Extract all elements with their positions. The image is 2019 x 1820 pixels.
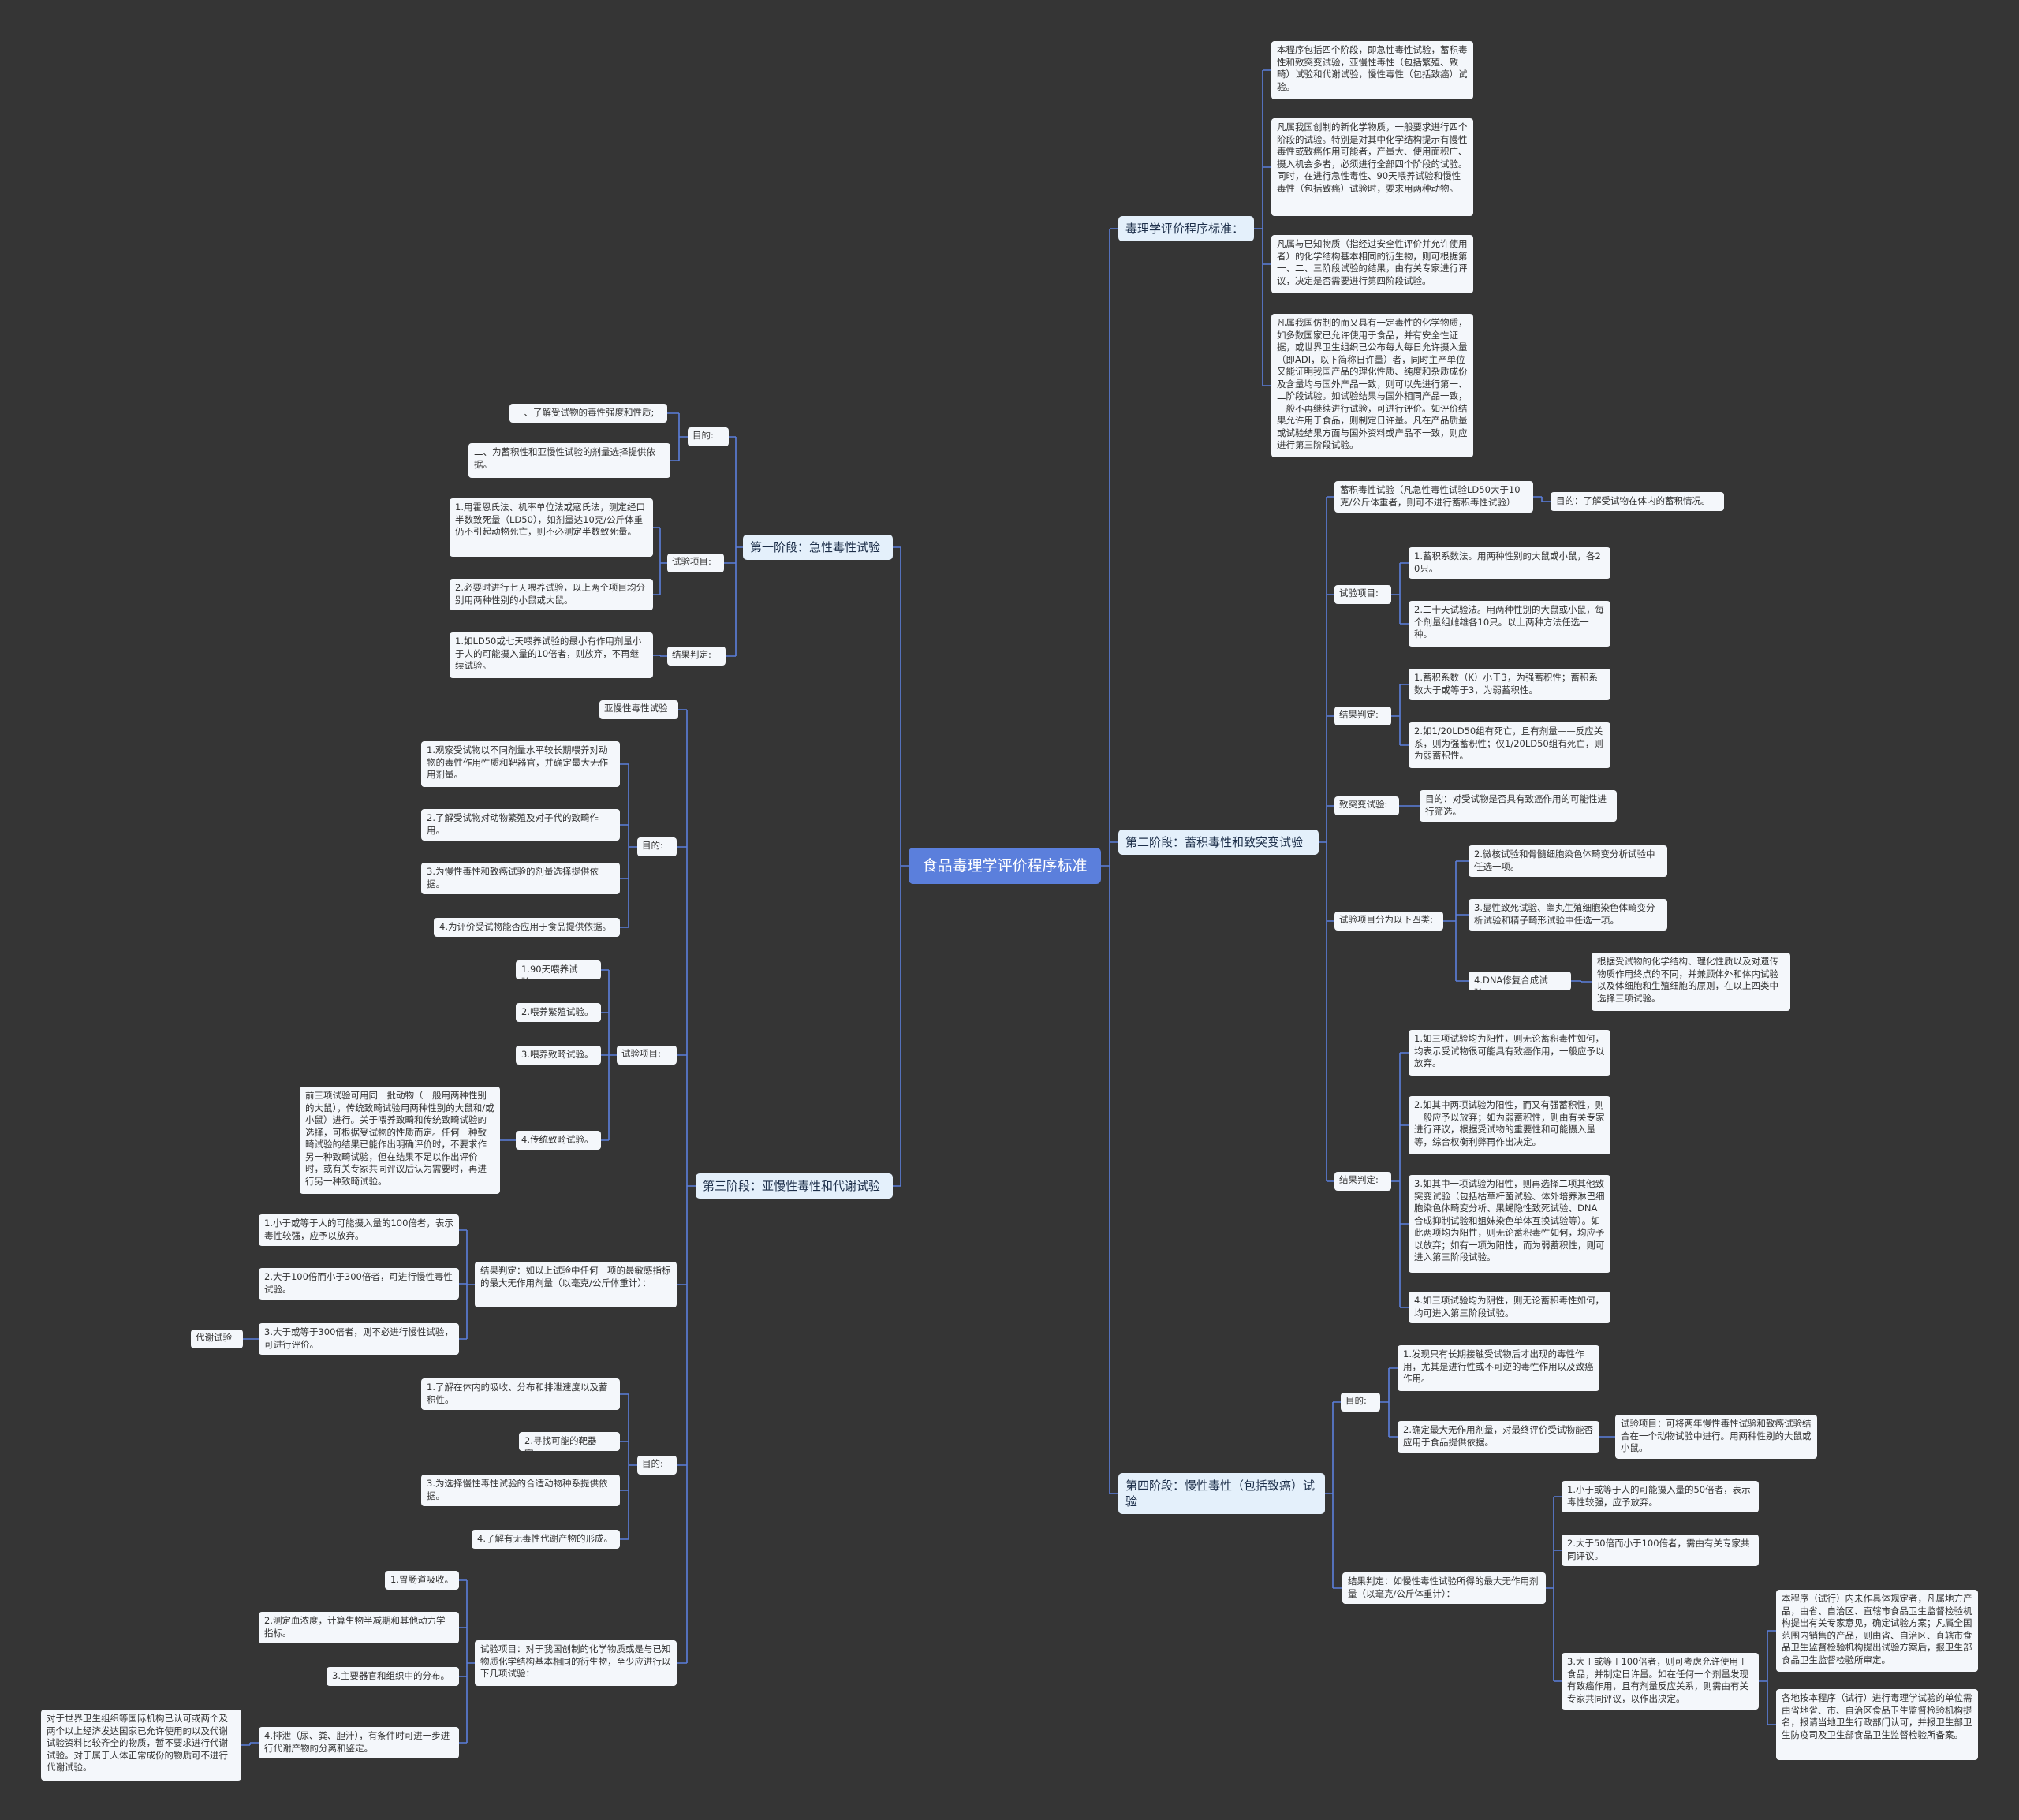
metabolism-purpose-1[interactable]: 1.了解在体内的吸收、分布和排泄速度以及蓄积性。 bbox=[421, 1378, 620, 1410]
subchronic-label[interactable]: 亚慢性毒性试验 bbox=[599, 700, 678, 719]
subchronic-judge-1[interactable]: 1.小于或等于人的可能摄入量的100倍者，表示毒性较强，应予以放弃。 bbox=[259, 1214, 459, 1246]
stage4-purpose-2-note[interactable]: 试验项目：可将两年慢性毒性试验和致癌试验结合在一个动物试验中进行。用两种性别的大… bbox=[1615, 1415, 1817, 1459]
metabolism-label[interactable]: 代谢试验 bbox=[191, 1330, 243, 1348]
stage2-item-1[interactable]: 1.蓄积系数法。用两种性别的大鼠或小鼠，各20只。 bbox=[1409, 547, 1610, 579]
stage4-purpose-2[interactable]: 2.确定最大无作用剂量，对最终评价受试物能否应用于食品提供依据。 bbox=[1398, 1421, 1599, 1453]
stage1-node[interactable]: 第一阶段：急性毒性试验 bbox=[743, 535, 893, 560]
mutagenicity-purpose[interactable]: 目的：对受试物是否具有致癌作用的可能性进行筛选。 bbox=[1420, 790, 1617, 822]
mutagenicity-item-3[interactable]: 3.显性致死试验、睾丸生殖细胞染色体畸变分析试验和精子畸形试验中任选一项。 bbox=[1469, 899, 1667, 931]
stage2-result-2[interactable]: 2.如其中两项试验为阳性，而又有强蓄积性，则一般应予以放弃；如为弱蓄积性，则由有… bbox=[1409, 1096, 1610, 1154]
metabolism-purpose-3[interactable]: 3.为选择慢性毒性试验的合适动物种系提供依据。 bbox=[421, 1475, 620, 1506]
stage4-purpose-1[interactable]: 1.发现只有长期接触受试物后才出现的毒性作用，尤其是进行性或不可逆的毒性作用以及… bbox=[1398, 1345, 1599, 1391]
stage4-judge-1[interactable]: 1.小于或等于人的可能摄入量的50倍者，表示毒性较强，应予放弃。 bbox=[1562, 1481, 1759, 1512]
stage2-result-3[interactable]: 3.如其中一项试验为阳性，则再选择二项其他致突变试验（包括枯草杆菌试验、体外培养… bbox=[1409, 1175, 1610, 1273]
stage2-result-4[interactable]: 4.如三项试验均为阴性，则无论蓄积毒性如何，均可进入第三阶段试验。 bbox=[1409, 1292, 1610, 1323]
subchronic-purpose-4[interactable]: 4.为评价受试物能否应用于食品提供依据。 bbox=[434, 918, 620, 937]
accumulation-test[interactable]: 蓄积毒性试验（凡急性毒性试验LD50大于10克/公斤体重者，则可不进行蓄积毒性试… bbox=[1334, 481, 1533, 513]
metabolism-purpose-4[interactable]: 4.了解有无毒性代谢产物的形成。 bbox=[472, 1530, 620, 1549]
mutagenicity-label[interactable]: 致突变试验: bbox=[1334, 796, 1399, 815]
stage1-items-label[interactable]: 试验项目: bbox=[667, 554, 724, 572]
metabolism-purpose-label[interactable]: 目的: bbox=[637, 1456, 677, 1475]
subchronic-judge-3[interactable]: 3.大于或等于300倍者，则不必进行慢性试验，可进行评价。 bbox=[259, 1323, 459, 1355]
metabolism-item-1[interactable]: 1.胃肠道吸收。 bbox=[385, 1571, 459, 1590]
stage2-item-2[interactable]: 2.二十天试验法。用两种性别的大鼠或小鼠，每个剂量组雌雄各10只。以上两种方法任… bbox=[1409, 601, 1610, 647]
subchronic-judge[interactable]: 结果判定：如以上试验中任何一项的最敏感指标的最大无作用剂量（以毫克/公斤体重计）… bbox=[475, 1262, 677, 1307]
stage4-judge[interactable]: 结果判定：如慢性毒性试验所得的最大无作用剂量（以毫克/公斤体重计）： bbox=[1342, 1572, 1546, 1604]
subchronic-items-label[interactable]: 试验项目: bbox=[617, 1046, 677, 1065]
stage2-result-1[interactable]: 1.如三项试验均为阳性，则无论蓄积毒性如何，均表示受试物很可能具有致癌作用，一般… bbox=[1409, 1030, 1610, 1076]
stage1-purpose-2[interactable]: 二、为蓄积性和亚慢性试验的剂量选择提供依据。 bbox=[468, 443, 670, 478]
mutagenicity-item-4-note[interactable]: 根据受试物的化学结构、理化性质以及对遗传物质作用终点的不同，并兼顾体外和体内试验… bbox=[1592, 953, 1790, 1011]
stage3-node[interactable]: 第三阶段：亚慢性毒性和代谢试验 bbox=[696, 1173, 893, 1199]
stage2-node[interactable]: 第二阶段：蓄积毒性和致突变试验 bbox=[1118, 830, 1319, 855]
subchronic-purpose-2[interactable]: 2.了解受试物对动物繁殖及对子代的致畸作用。 bbox=[421, 809, 620, 841]
subchronic-item-4[interactable]: 4.传统致畸试验。 bbox=[516, 1131, 601, 1150]
stage1-purpose-1[interactable]: 一、了解受试物的毒性强度和性质; bbox=[509, 404, 667, 423]
mutagenicity-items-label[interactable]: 试验项目分为以下四类: bbox=[1334, 912, 1443, 931]
subchronic-item-1[interactable]: 1.90天喂养试验。 bbox=[516, 960, 601, 979]
metabolism-item-4-note[interactable]: 对于世界卫生组织等国际机构已认可或两个及两个以上经济发达国家已允许使用的以及代谢… bbox=[41, 1710, 241, 1781]
mutagenicity-item-4[interactable]: 4.DNA修复合成试验。 bbox=[1469, 972, 1571, 990]
stage4-judge-3[interactable]: 3.大于或等于100倍者，则可考虑允许使用于食品，并制定日许量。如在任何一个剂量… bbox=[1562, 1653, 1759, 1710]
subchronic-item-2[interactable]: 2.喂养繁殖试验。 bbox=[516, 1003, 601, 1022]
stage4-purpose-label[interactable]: 目的: bbox=[1341, 1393, 1380, 1412]
stage4-judge-3-note-2[interactable]: 各地按本程序（试行）进行毒理学试验的单位需由省地省、市、自治区食品卫生监督检验机… bbox=[1776, 1689, 1978, 1760]
metabolism-item-2[interactable]: 2.测定血浓度，计算生物半减期和其他动力学指标。 bbox=[259, 1612, 459, 1643]
stage4-judge-2[interactable]: 2.大于50倍而小于100倍者，需由有关专家共同评议。 bbox=[1562, 1535, 1759, 1566]
stage2-items-label[interactable]: 试验项目: bbox=[1334, 585, 1391, 604]
stage2-judge2-label[interactable]: 结果判定: bbox=[1334, 1172, 1391, 1191]
subchronic-purpose-1[interactable]: 1.观察受试物以不同剂量水平较长期喂养对动物的毒性作用性质和靶器官，并确定最大无… bbox=[421, 741, 620, 787]
subchronic-purpose-label[interactable]: 目的: bbox=[637, 837, 677, 856]
stage4-node[interactable]: 第四阶段：慢性毒性（包括致癌）试验 bbox=[1118, 1473, 1325, 1514]
stage1-judge-label[interactable]: 结果判定: bbox=[667, 647, 726, 666]
accumulation-purpose[interactable]: 目的：了解受试物在体内的蓄积情况。 bbox=[1551, 492, 1724, 511]
metabolism-purpose-2[interactable]: 2.寻找可能的靶器官。 bbox=[519, 1432, 620, 1451]
mutagenicity-item-2[interactable]: 2.微核试验和骨髓细胞染色体畸变分析试验中任选一项。 bbox=[1469, 845, 1667, 877]
subchronic-item-3[interactable]: 3.喂养致畸试验。 bbox=[516, 1046, 601, 1065]
root-node[interactable]: 食品毒理学评价程序标准 bbox=[909, 848, 1101, 884]
standard-node[interactable]: 毒理学评价程序标准： bbox=[1118, 216, 1254, 241]
subchronic-purpose-3[interactable]: 3.为慢性毒性和致癌试验的剂量选择提供依据。 bbox=[421, 863, 620, 894]
stage1-judge-1[interactable]: 1.如LD50或七天喂养试验的最小有作用剂量小于人的可能摄入量的10倍者，则放弃… bbox=[450, 632, 653, 678]
stage2-judge-label[interactable]: 结果判定: bbox=[1334, 707, 1391, 725]
subchronic-item-4-note[interactable]: 前三项试验可用同一批动物（一般用两种性别的大鼠），传统致畸试验用两种性别的大鼠和… bbox=[300, 1087, 500, 1194]
stage1-item-1[interactable]: 1.用霍恩氏法、机率单位法或寇氏法，测定经口半数致死量（LD50），如剂量达10… bbox=[450, 498, 653, 557]
stage2-judge-2[interactable]: 2.如1/20LD50组有死亡，且有剂量——反应关系，则为强蓄积性；仅1/20L… bbox=[1409, 722, 1610, 768]
stage1-purpose-label[interactable]: 目的: bbox=[688, 427, 729, 446]
subchronic-judge-2[interactable]: 2.大于100倍而小于300倍者，可进行慢性毒性试验。 bbox=[259, 1268, 459, 1300]
standard-text-d[interactable]: 凡属我国仿制的而又具有一定毒性的化学物质，如多数国家已允许使用于食品，并有安全性… bbox=[1271, 314, 1473, 457]
standard-text-a[interactable]: 本程序包括四个阶段，即急性毒性试验，蓄积毒性和致突变试验，亚慢性毒性（包括繁殖、… bbox=[1271, 41, 1473, 99]
metabolism-items[interactable]: 试验项目：对于我国创制的化学物质或是与已知物质化学结构基本相同的衍生物，至少应进… bbox=[475, 1640, 677, 1686]
standard-text-b[interactable]: 凡属我国创制的新化学物质，一般要求进行四个阶段的试验。特别是对其中化学结构提示有… bbox=[1271, 118, 1473, 216]
metabolism-item-3[interactable]: 3.主要器官和组织中的分布。 bbox=[327, 1667, 459, 1686]
standard-text-c[interactable]: 凡属与已知物质（指经过安全性评价并允许使用者）的化学结构基本相同的衍生物，则可根… bbox=[1271, 235, 1473, 293]
stage2-judge-1[interactable]: 1.蓄积系数（K）小于3，为强蓄积性；蓄积系数大于或等于3，为弱蓄积性。 bbox=[1409, 669, 1610, 700]
stage4-judge-3-note-1[interactable]: 本程序（试行）内未作具体规定者，凡属地方产品，由省、自治区、直辖市食品卫生监督检… bbox=[1776, 1590, 1978, 1672]
metabolism-item-4[interactable]: 4.排泄（尿、粪、胆汁），有条件时可进一步进行代谢产物的分离和鉴定。 bbox=[259, 1727, 459, 1758]
stage1-item-2[interactable]: 2.必要时进行七天喂养试验，以上两个项目均分别用两种性别的小鼠或大鼠。 bbox=[450, 579, 653, 610]
